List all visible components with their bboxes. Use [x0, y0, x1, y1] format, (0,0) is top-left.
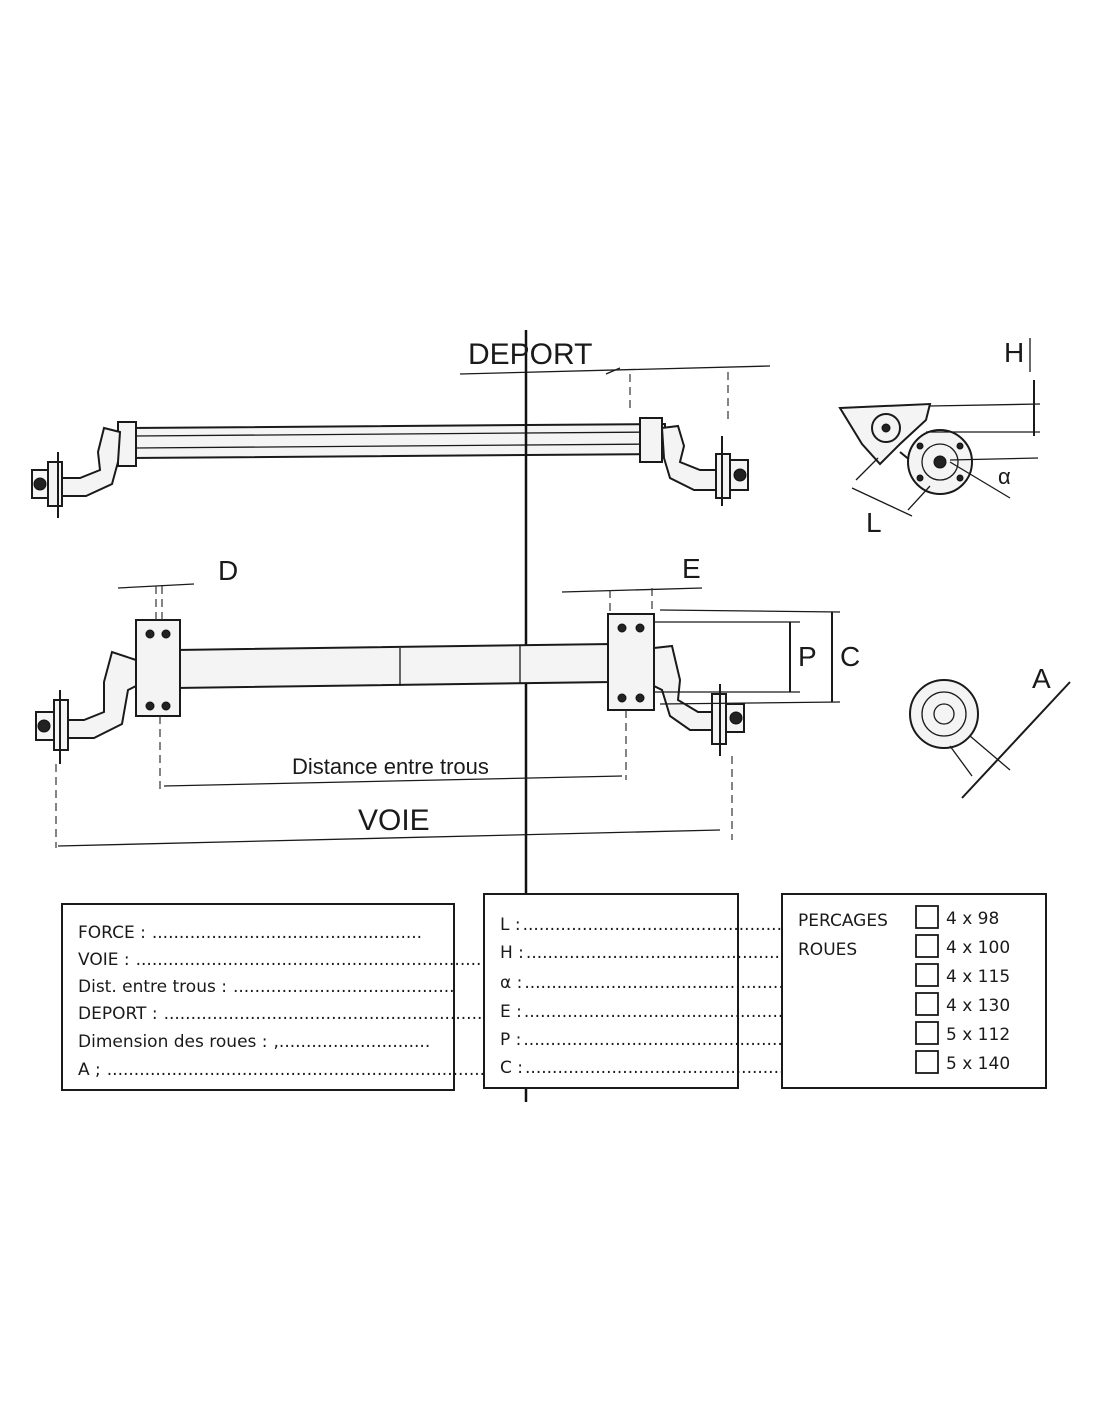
svg-text:A ;...........................: A ;.....................................…: [78, 1060, 485, 1080]
form-label-c: C :: [500, 1058, 523, 1078]
form-label-a: A ;: [78, 1060, 101, 1080]
e-label: E: [682, 553, 701, 584]
percages-title: PERCAGES: [798, 911, 888, 931]
checkbox-5x140[interactable]: [915, 1050, 939, 1074]
bottom-axle-view: [35, 583, 841, 848]
form-label-alpha: α :: [500, 973, 522, 993]
checkbox-4x98[interactable]: [915, 905, 939, 929]
svg-text:DEPORT :......................: DEPORT :................................…: [78, 1004, 482, 1024]
l-label: L: [866, 507, 882, 538]
option-4x98: 4 x 98: [946, 909, 999, 929]
svg-text:E :...........................: E :.....................................…: [500, 1002, 805, 1022]
form-field-dist-trous[interactable]: ........................................…: [233, 977, 455, 997]
roues-title: ROUES: [798, 940, 857, 960]
form-field-p[interactable]: ........................................…: [523, 1030, 804, 1050]
a-label: A: [1032, 663, 1051, 694]
top-axle-view: [31, 365, 771, 518]
form-label-p: P :: [500, 1030, 521, 1050]
checkbox-4x100[interactable]: [915, 934, 939, 958]
checkbox-5x112[interactable]: [915, 1021, 939, 1045]
form-field-deport[interactable]: ........................................…: [164, 1004, 483, 1024]
form-label-dimension-roues: Dimension des roues :: [78, 1032, 268, 1052]
form-wheel-bolt-pattern: PERCAGES ROUES 4 x 98 4 x 100 4 x 115 4 …: [781, 893, 1047, 1089]
wheel-hub-view: [909, 679, 1071, 799]
form-field-alpha[interactable]: ........................................…: [524, 973, 805, 993]
d-label: D: [218, 555, 238, 586]
deport-label: DEPORT: [468, 338, 592, 371]
c-label: C: [840, 641, 860, 672]
svg-text:VOIE :........................: VOIE :..................................…: [78, 950, 492, 970]
cross-section-view: [838, 338, 1041, 517]
form-field-e[interactable]: ........................................…: [524, 1002, 805, 1022]
form-field-voie[interactable]: ........................................…: [136, 950, 493, 970]
checkbox-4x115[interactable]: [915, 963, 939, 987]
svg-text:FORCE :.......................: FORCE :.................................…: [78, 923, 422, 943]
form-label-dist-trous: Dist. entre trous :: [78, 977, 227, 997]
checkbox-4x130[interactable]: [915, 992, 939, 1016]
form-label-h: H :: [500, 943, 524, 963]
form-label-voie: VOIE :: [78, 950, 130, 970]
form-label-e: E :: [500, 1002, 522, 1022]
form-field-h[interactable]: ........................................…: [526, 943, 812, 963]
svg-text:P :...........................: P :.....................................…: [500, 1030, 804, 1050]
form-axle-specs: FORCE :.................................…: [61, 903, 492, 1091]
form-field-a[interactable]: ........................................…: [107, 1060, 485, 1080]
form-field-c[interactable]: ........................................…: [525, 1058, 806, 1078]
h-label: H: [1004, 337, 1024, 368]
form-label-l: L :: [500, 915, 521, 935]
form-field-dimension-roues[interactable]: ,............................: [274, 1032, 431, 1052]
option-4x130: 4 x 130: [946, 996, 1010, 1016]
svg-text:α :...........................: α :.....................................…: [500, 973, 805, 993]
form-field-l[interactable]: ........................................…: [523, 915, 804, 935]
option-5x140: 5 x 140: [946, 1054, 1010, 1074]
p-label: P: [798, 641, 817, 672]
svg-text:H :...........................: H :.....................................…: [500, 943, 812, 963]
alpha-label: α: [998, 464, 1011, 489]
svg-text:C :...........................: C :.....................................…: [500, 1058, 806, 1078]
form-label-force: FORCE :: [78, 923, 146, 943]
option-4x115: 4 x 115: [946, 967, 1010, 987]
option-5x112: 5 x 112: [946, 1025, 1010, 1045]
distance-entre-trous-label: Distance entre trous: [292, 754, 489, 779]
svg-text:L :...........................: L :.....................................…: [500, 915, 804, 935]
form-field-force[interactable]: ........................................…: [152, 923, 422, 943]
form-geometry-specs: L :.....................................…: [483, 893, 812, 1089]
voie-label: VOIE: [358, 804, 430, 837]
svg-text:Dist. entre trous :...........: Dist. entre trous :.....................…: [78, 977, 455, 997]
svg-text:Dimension des roues :,........: Dimension des roues :,..................…: [78, 1032, 430, 1052]
option-4x100: 4 x 100: [946, 938, 1010, 958]
form-label-deport: DEPORT :: [78, 1004, 158, 1024]
